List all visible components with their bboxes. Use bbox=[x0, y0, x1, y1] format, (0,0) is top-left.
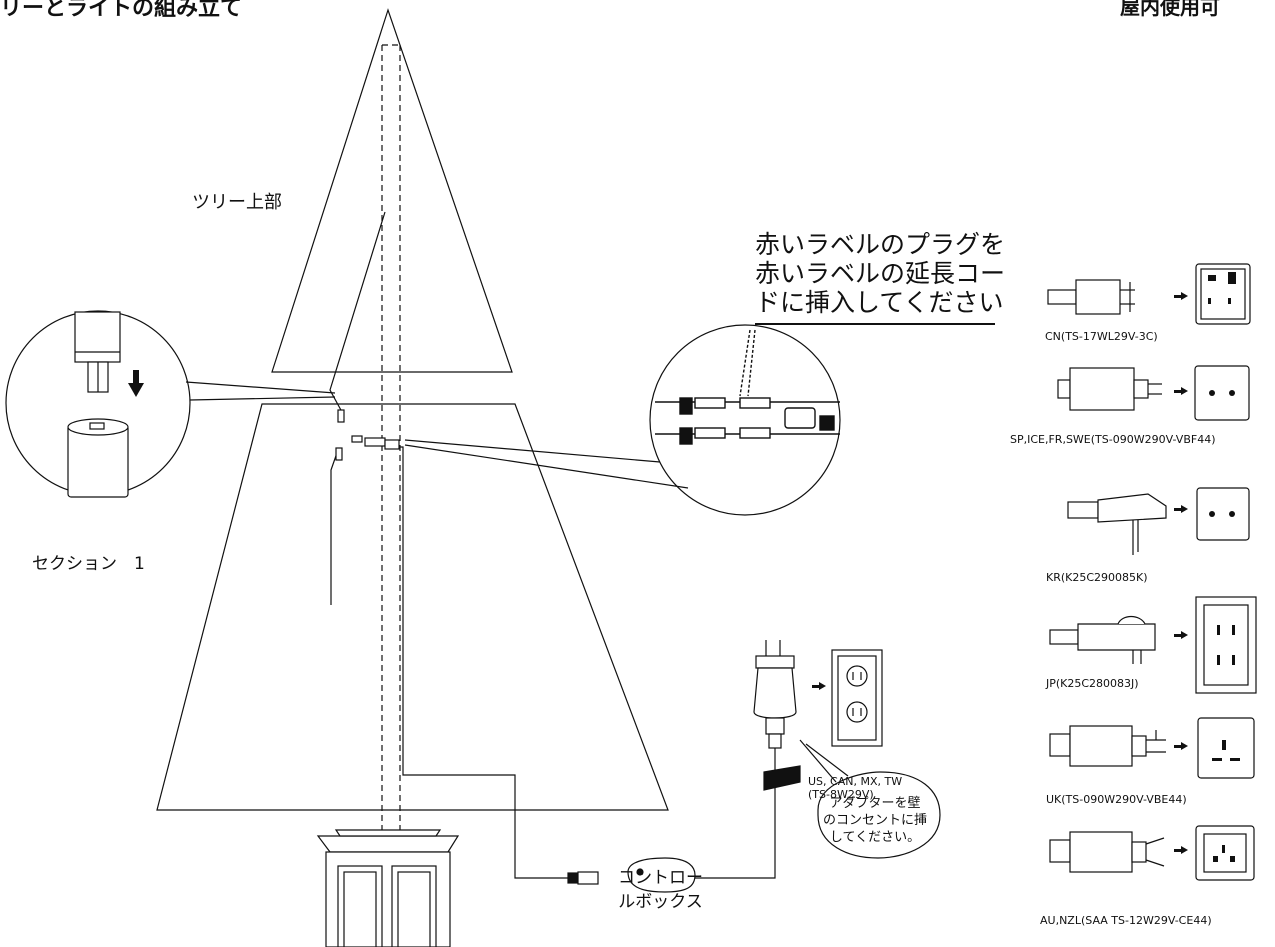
adapter-au bbox=[1049, 831, 1165, 873]
adapter-label-uk: UK(TS-090W290V-VBE44) bbox=[1046, 793, 1187, 806]
control-box bbox=[567, 857, 696, 893]
adapter-kr bbox=[1067, 493, 1167, 555]
plug-connectors-on-tree bbox=[335, 409, 400, 461]
tree-top-label: ツリー上部 bbox=[192, 192, 282, 213]
indoor-use-label: 屋内使用可 bbox=[1120, 0, 1220, 19]
adapter-label-au: AU,NZL(SAA TS-12W29V-CE44) bbox=[1040, 914, 1212, 927]
adapter-eu bbox=[1057, 367, 1162, 411]
light-wire-left bbox=[330, 449, 339, 605]
outlets-right-column bbox=[1194, 263, 1257, 881]
arrow-down-icon bbox=[128, 370, 144, 397]
tree-top-section bbox=[271, 8, 513, 373]
control-box-label: コントロー ルボックス bbox=[618, 868, 703, 912]
speech-bubble bbox=[817, 771, 941, 859]
tree-section-1 bbox=[156, 403, 669, 811]
extension-cord bbox=[398, 446, 570, 879]
connection-instruction: 赤いラベルのプラグを 赤いラベルの延長コー ドに挿入してください bbox=[755, 230, 1006, 317]
adapter-jp bbox=[1049, 615, 1156, 664]
center-pole bbox=[381, 44, 401, 840]
pole-joint-detail bbox=[67, 311, 129, 498]
connector-detail bbox=[655, 329, 840, 445]
planter-stand bbox=[316, 829, 460, 947]
adapter-label-cn: CN(TS-17WL29V-3C) bbox=[1045, 330, 1158, 343]
us-adapter-label: US, CAN, MX, TW (TS-8W29V) bbox=[808, 775, 903, 801]
section-label: セクション 1 bbox=[32, 554, 145, 574]
zoom-circle-connector bbox=[649, 324, 841, 516]
adapter-uk bbox=[1049, 725, 1166, 767]
page-title: リーとライトの組み立て bbox=[0, 0, 243, 21]
adapter-cord bbox=[690, 745, 776, 879]
us-adapter bbox=[753, 640, 801, 791]
bubble-text: アダプターを壁 のコンセントに挿 してください。 bbox=[822, 796, 927, 845]
us-outlet bbox=[831, 649, 883, 747]
outlet-holes bbox=[1208, 272, 1240, 862]
adapter-cn bbox=[1047, 279, 1135, 315]
arrow-right-icon bbox=[812, 682, 826, 690]
adapter-label-eu: SP,ICE,FR,SWE(TS-090W290V-VBF44) bbox=[1010, 433, 1216, 446]
light-wire-top bbox=[329, 211, 386, 413]
adapter-label-jp: JP(K25C280083J) bbox=[1046, 677, 1139, 690]
arrows-right-column bbox=[1174, 292, 1188, 854]
adapter-label-kr: KR(K25C290085K) bbox=[1046, 571, 1148, 584]
